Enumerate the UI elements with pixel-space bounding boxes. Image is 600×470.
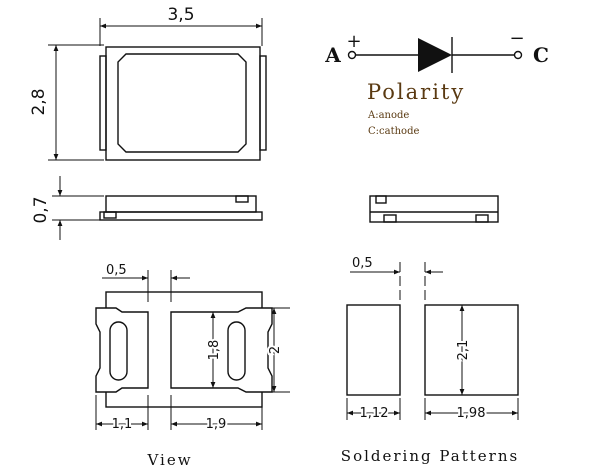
diode-triangle [418, 38, 452, 72]
solder-height-dimension: 2,1 [456, 340, 471, 361]
overall-height-dimension: 2 [268, 346, 283, 354]
lens-outline [117, 53, 247, 153]
gap-dimension: 0,5 [106, 263, 127, 278]
left-slot [109, 321, 128, 381]
top-view: 3,5 2,8 [29, 5, 267, 161]
left-terminal [99, 55, 107, 151]
drawing-shape [383, 214, 397, 223]
solder-left-dimension: 1,12 [360, 406, 389, 421]
minus-sign: − [509, 28, 524, 49]
cathode-letter: C [533, 43, 549, 67]
drawing-shape [347, 50, 357, 60]
right-slot [227, 321, 246, 381]
width-dimension: 3,5 [167, 5, 194, 25]
end-view [369, 195, 499, 223]
left-land [346, 304, 401, 396]
left-pad-dimension: 1,1 [112, 417, 133, 432]
soldering-pattern: 0,5 2,1 1,12 1,98 Soldering Patterns [341, 256, 519, 465]
right-terminal [259, 55, 267, 151]
drawing-shape [105, 195, 257, 213]
right-land [424, 304, 519, 396]
left-pad [95, 307, 149, 393]
drawing-shape [475, 214, 489, 223]
plus-sign: + [346, 31, 361, 52]
polarity-title: Polarity [367, 80, 465, 104]
pad-height-dimension: 1,8 [207, 340, 222, 361]
right-pad-dimension: 1,9 [206, 417, 227, 432]
drawing-shape [99, 211, 263, 221]
height-dimension: 2,8 [29, 88, 49, 115]
solder-right-dimension: 1,98 [457, 406, 486, 421]
thickness-dimension: 0,7 [31, 196, 51, 223]
drawing-shape [375, 195, 387, 204]
side-view: 0,7 [31, 176, 263, 240]
cathode-label: C:cathode [368, 126, 419, 137]
solder-gap-dimension: 0,5 [352, 256, 373, 271]
right-pad [170, 307, 273, 393]
anode-label: A:anode [367, 110, 409, 121]
drawing-shape [235, 195, 249, 203]
package-outline [105, 46, 261, 161]
diode-symbol: A + − C Polarity A:anode C:cathode [324, 28, 549, 137]
drawing-shape [369, 195, 499, 223]
soldering-caption: Soldering Patterns [341, 447, 519, 465]
view-caption: View [146, 451, 192, 469]
bottom-view: 0,5 1,8 2 1,1 1,9 View [95, 263, 290, 469]
drawing-shape [513, 50, 523, 60]
anode-letter: A [324, 43, 341, 67]
drawing-shape [103, 211, 117, 219]
